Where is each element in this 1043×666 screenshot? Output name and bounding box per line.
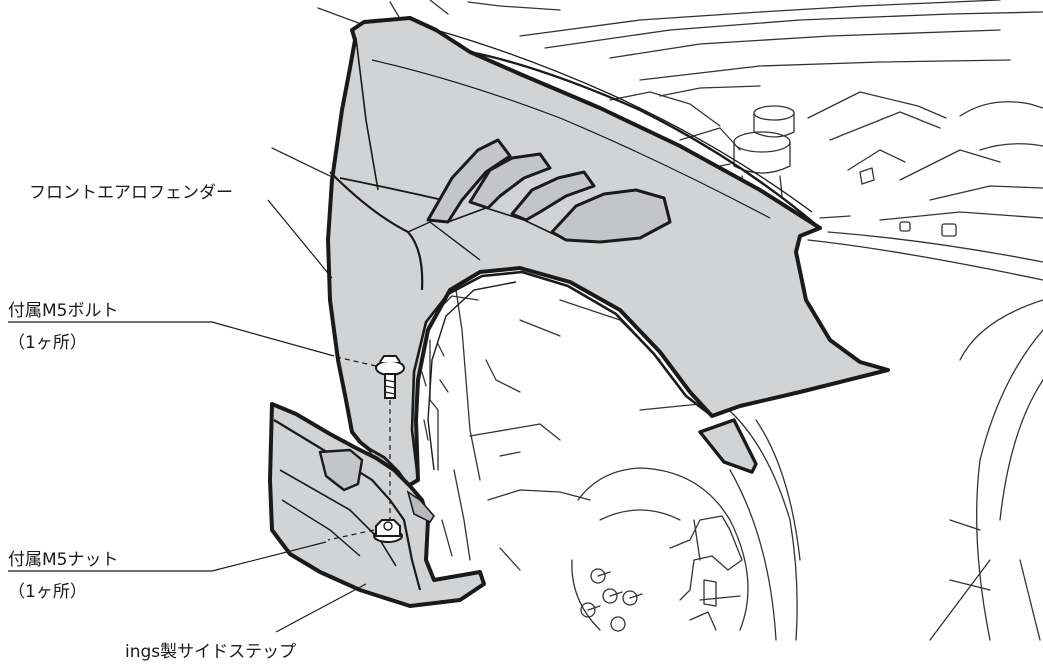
front-aero-fender <box>326 16 890 488</box>
m5-nut-icon <box>373 519 403 543</box>
wheel-well-line-art <box>421 268 1043 641</box>
ings-side-step <box>268 402 486 608</box>
m5-nut-label: 付属M5ナット <box>8 550 119 570</box>
fender-vents <box>426 138 672 244</box>
m5-bolt-quantity: （1ヶ所） <box>8 333 87 353</box>
side-step-label: ings製サイドステップ <box>125 642 297 662</box>
fender-panel <box>326 16 890 488</box>
nut-leader-line <box>8 541 327 572</box>
front-aero-fender-label: フロントエアロフェンダー <box>29 183 233 203</box>
m5-bolt-label: 付属M5ボルト <box>8 301 119 321</box>
leader-lines <box>8 199 367 633</box>
side-step-leader-line <box>275 583 367 633</box>
m5-nut-quantity: （1ヶ所） <box>8 582 87 602</box>
assembly-guide-lines <box>327 355 391 541</box>
fender-leader-line <box>267 199 333 279</box>
bolt-leader-line <box>8 321 335 357</box>
fender-rear-bracket <box>698 418 758 474</box>
m5-bolt-icon <box>375 355 405 399</box>
engine-bay-line-art <box>271 0 1043 361</box>
